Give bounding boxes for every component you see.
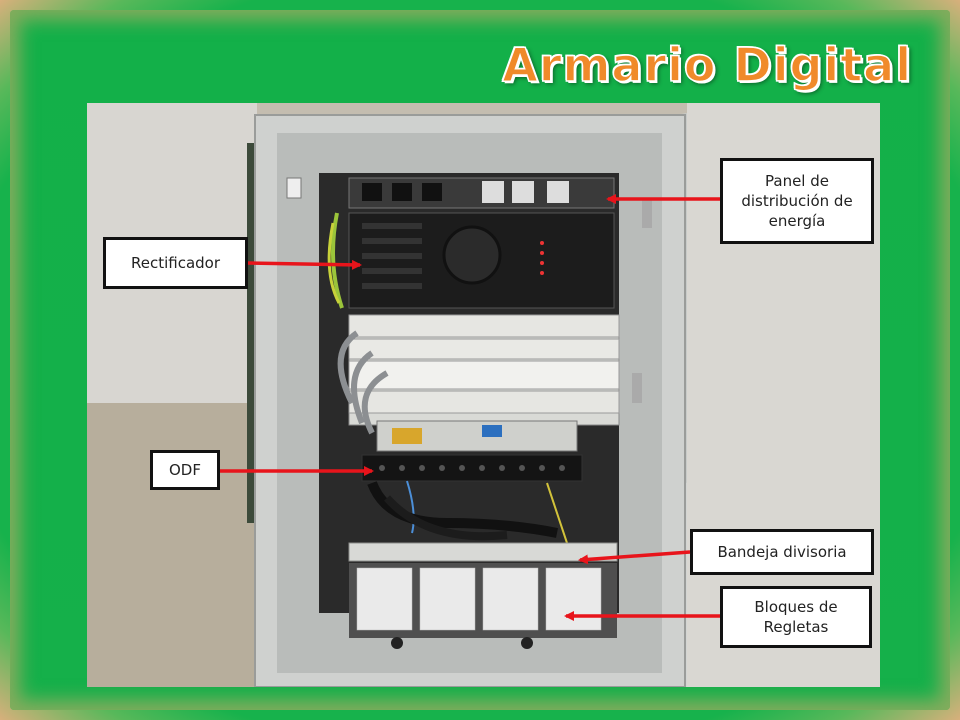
slide-title: Armario Digital — [501, 37, 912, 93]
callout-bloques-regletas: Bloques de Regletas — [720, 586, 872, 648]
callout-panel-distribucion: Panel de distribución de energía — [720, 158, 874, 244]
callout-bandeja-divisoria: Bandeja divisoria — [690, 529, 874, 575]
callout-odf: ODF — [150, 450, 220, 490]
callout-rectificador: Rectificador — [103, 237, 248, 289]
